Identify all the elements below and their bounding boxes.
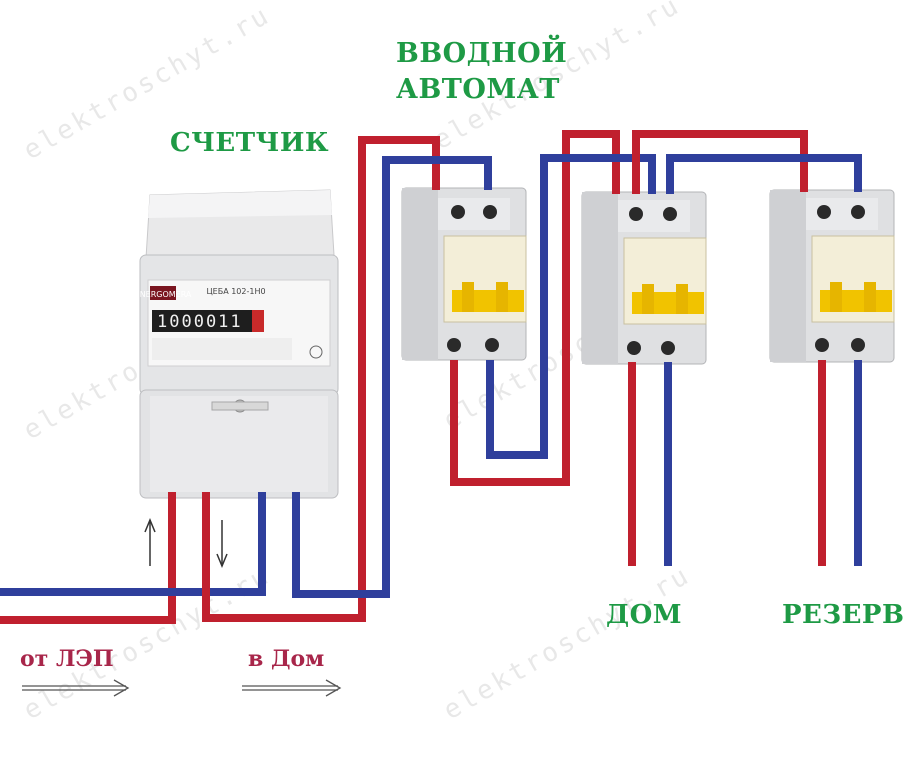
reserve-breaker bbox=[769, 189, 895, 363]
phase-wire-main-out bbox=[450, 130, 620, 486]
phase-wire-meter-to-main bbox=[202, 136, 440, 622]
neutral-wire-meter-to-main bbox=[292, 156, 492, 598]
reserve-label: РЕЗЕРВ bbox=[782, 600, 905, 630]
neutral-wire-incoming bbox=[0, 492, 266, 596]
main-breaker-label-line2: АВТОМАТ bbox=[396, 74, 560, 105]
neutral-wire-main-out bbox=[486, 154, 656, 459]
meter-brand: ENERGOMERA bbox=[135, 290, 192, 299]
electricity-meter: ENERGOMERA ЦЕБА 102-1Н0 1000011 bbox=[135, 189, 339, 499]
watermark: elektroschyt.ru bbox=[19, 560, 276, 726]
house-label: ДОМ bbox=[606, 600, 683, 630]
meter-reading: 1000011 bbox=[157, 312, 243, 332]
from-grid-label: от ЛЭП bbox=[20, 646, 114, 672]
phase-wire-jumper bbox=[632, 130, 808, 194]
meter-model: ЦЕБА 102-1Н0 bbox=[206, 287, 265, 296]
direction-arrows bbox=[144, 518, 228, 568]
house-breaker bbox=[581, 191, 707, 365]
wires bbox=[0, 130, 862, 624]
main-breaker bbox=[401, 187, 527, 361]
to-house-label: в Дом bbox=[248, 646, 325, 672]
flow-arrows bbox=[22, 679, 342, 697]
watermark: elektroschyt.ru bbox=[439, 560, 696, 726]
meter-label: СЧЕТЧИК bbox=[170, 128, 330, 158]
main-breaker-label-line1: ВВОДНОЙ bbox=[396, 38, 568, 69]
phase-wire-incoming bbox=[0, 492, 176, 624]
neutral-wire-jumper bbox=[666, 154, 862, 194]
